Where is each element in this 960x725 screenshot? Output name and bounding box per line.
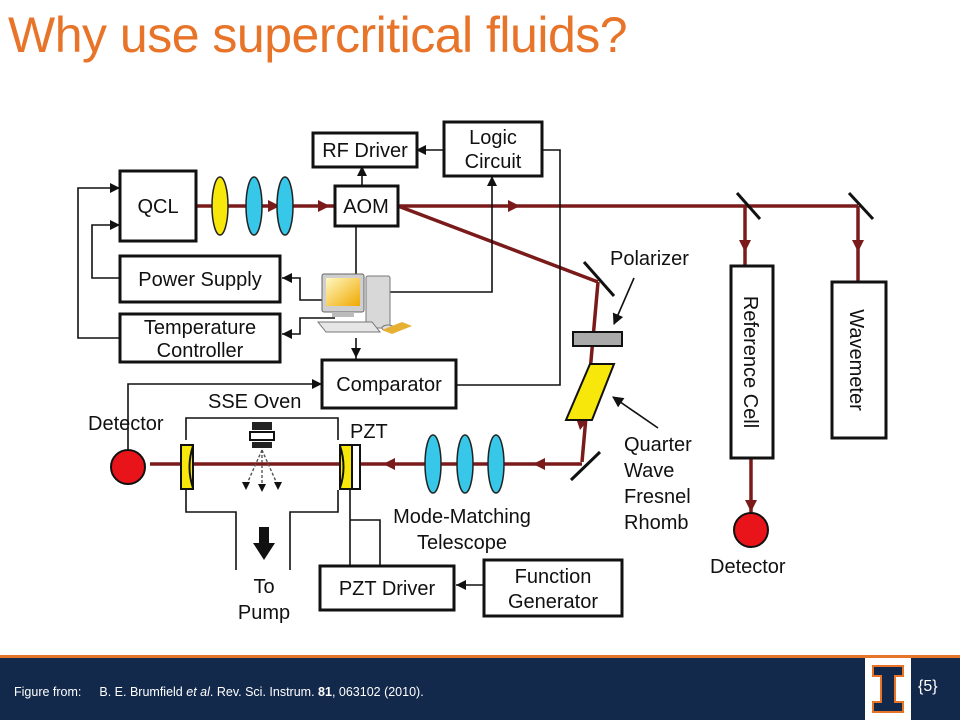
wavemeter-box: Wavemeter [830, 280, 888, 440]
mirrors [569, 191, 875, 482]
svg-text:Circuit: Circuit [465, 151, 522, 173]
svg-text:Fresnel: Fresnel [624, 486, 691, 508]
block-i-logo-icon [865, 658, 911, 720]
lens-yellow [211, 176, 229, 236]
footer-bar: Figure from: B. E. Brumfield et al. Rev. … [0, 655, 960, 720]
power-supply-box: Power Supply [118, 254, 282, 304]
citation-rest: , 063102 (2010). [331, 685, 424, 699]
svg-text:Power Supply: Power Supply [138, 269, 261, 291]
svg-text:Rhomb: Rhomb [624, 512, 688, 534]
citation-volume: 81 [318, 685, 332, 699]
detector-left [110, 449, 146, 485]
svg-text:Pump: Pump [238, 602, 290, 624]
pzt-label: PZT [350, 421, 388, 443]
lens-mm-1 [424, 434, 442, 494]
detector-left-label: Detector [88, 413, 164, 435]
lens-mm-2 [456, 434, 474, 494]
pzt-element [351, 444, 361, 490]
citation-et-al: et al [186, 685, 210, 699]
mirror-reference [735, 192, 762, 220]
sse-oven-label: SSE Oven [208, 391, 301, 413]
citation: Figure from: B. E. Brumfield et al. Rev. … [14, 685, 424, 699]
svg-text:Quarter: Quarter [624, 434, 692, 456]
polarizer-label: Polarizer [610, 248, 689, 270]
detector-right [733, 512, 769, 548]
mirror-wavemeter [847, 191, 875, 221]
svg-text:Reference Cell: Reference Cell [739, 296, 761, 428]
rf-driver-box: RF Driver [311, 131, 419, 169]
svg-text:Telescope: Telescope [417, 532, 507, 554]
citation-journal: . Rev. Sci. Instrum. [209, 685, 315, 699]
detector-right-label: Detector [710, 556, 786, 578]
page-number: {5} [918, 678, 938, 695]
polarizer [572, 331, 623, 347]
temperature-controller-box: Temperature Controller [118, 312, 282, 364]
svg-text:AOM: AOM [343, 196, 389, 218]
qcl-box: QCL [118, 169, 198, 243]
svg-text:Comparator: Comparator [336, 374, 442, 396]
slide-title: Why use supercritical fluids? [8, 7, 628, 63]
svg-text:Logic: Logic [469, 127, 517, 149]
lenses-mode-matching [424, 434, 505, 494]
aom-box: AOM [333, 184, 400, 228]
mirror-cavity [569, 450, 602, 482]
svg-text:To: To [253, 576, 274, 598]
beam-diffracted [397, 204, 599, 284]
comparator-box: Comparator [320, 358, 458, 410]
fresnel-rhomb [564, 363, 616, 421]
reference-cell-box: Reference Cell [729, 264, 775, 460]
lenses-qcl [211, 176, 294, 236]
computer-icon [316, 273, 412, 334]
citation-prefix: Figure from: [14, 685, 82, 699]
quarter-wave-label: Quarter Wave Fresnel Rhomb [624, 434, 692, 534]
svg-text:Temperature: Temperature [144, 317, 256, 339]
mirror-polarizer [582, 261, 616, 297]
lens-cyan-2 [276, 176, 294, 236]
svg-text:PZT Driver: PZT Driver [339, 578, 436, 600]
sse-oven [185, 417, 339, 570]
pzt-driver-box: PZT Driver [318, 564, 456, 612]
svg-text:QCL: QCL [137, 196, 178, 218]
logic-circuit-box: Logic Circuit [442, 120, 544, 178]
svg-text:Function: Function [515, 566, 592, 588]
svg-text:RF Driver: RF Driver [322, 140, 408, 162]
experimental-setup-diagram: QCL AOM RF Driver Logic Circuit Power Su… [77, 120, 888, 624]
svg-text:Mode-Matching: Mode-Matching [393, 506, 531, 528]
lens-cyan-1 [245, 176, 263, 236]
svg-text:Generator: Generator [508, 591, 598, 613]
citation-authors: B. E. Brumfield [99, 685, 183, 699]
mode-matching-label: Mode-Matching Telescope [393, 506, 531, 554]
function-generator-box: Function Generator [482, 558, 624, 618]
to-pump-label: To Pump [238, 576, 290, 624]
lens-mm-3 [487, 434, 505, 494]
svg-text:Controller: Controller [157, 340, 244, 362]
svg-text:Wave: Wave [624, 460, 674, 482]
svg-text:Wavemeter: Wavemeter [845, 309, 867, 411]
